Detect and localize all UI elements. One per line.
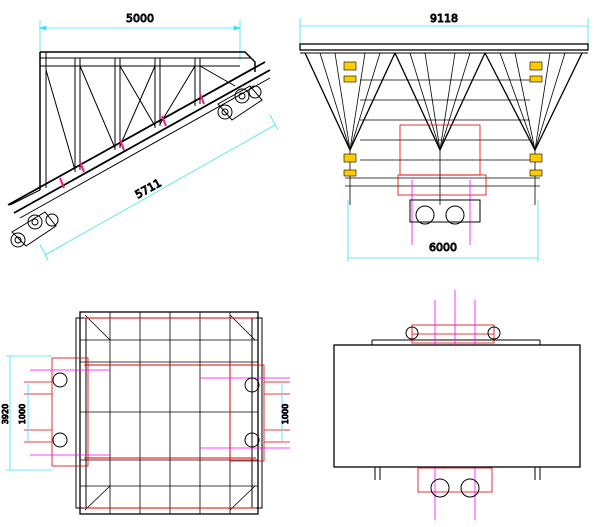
top-inner-right-dim-label: 1000 xyxy=(281,404,290,424)
end-top-wheels xyxy=(405,326,501,340)
top-left-drive xyxy=(24,357,89,467)
side-view: 5000 xyxy=(7,12,279,261)
side-top-dim-label: 5000 xyxy=(126,12,154,25)
end-bottom-wheels xyxy=(430,478,480,498)
front-truss-struts xyxy=(319,52,566,205)
top-view: 3920 1000 1000 xyxy=(1,311,291,515)
top-wheels xyxy=(52,372,260,448)
front-view: 9118 xyxy=(299,12,589,262)
top-red-frame xyxy=(84,317,256,509)
top-right-shafts xyxy=(200,377,290,449)
top-left-dim-label: 3920 xyxy=(1,404,10,424)
front-top-dimension xyxy=(299,18,589,48)
end-bottom-shafts xyxy=(434,468,476,520)
side-wheel-group-lower xyxy=(10,211,59,248)
top-dimensions xyxy=(6,355,283,471)
front-top-dim-label: 9118 xyxy=(430,12,458,25)
end-top-shafts xyxy=(434,290,476,345)
side-diag-dimension xyxy=(39,114,279,261)
front-bottom-dim-label: 6000 xyxy=(429,241,457,254)
top-right-drive xyxy=(229,364,290,462)
end-bottom-drive xyxy=(417,467,493,493)
end-view xyxy=(333,290,581,520)
front-drive-unit xyxy=(397,124,487,245)
end-top-drive xyxy=(411,324,495,344)
front-bearings xyxy=(343,61,543,177)
front-ladder xyxy=(345,79,540,187)
end-legs xyxy=(374,467,541,480)
top-left-shafts xyxy=(30,369,110,456)
top-inner-left-dim-label: 1000 xyxy=(18,404,27,424)
front-bottom-dimension xyxy=(347,200,539,262)
front-wheels xyxy=(409,199,481,225)
side-top-dimension xyxy=(38,20,242,60)
top-grid xyxy=(80,312,258,514)
side-diag-dim-label: 5711 xyxy=(133,176,164,201)
side-joint-marks xyxy=(59,93,205,189)
side-wheel-group-upper xyxy=(217,85,263,121)
